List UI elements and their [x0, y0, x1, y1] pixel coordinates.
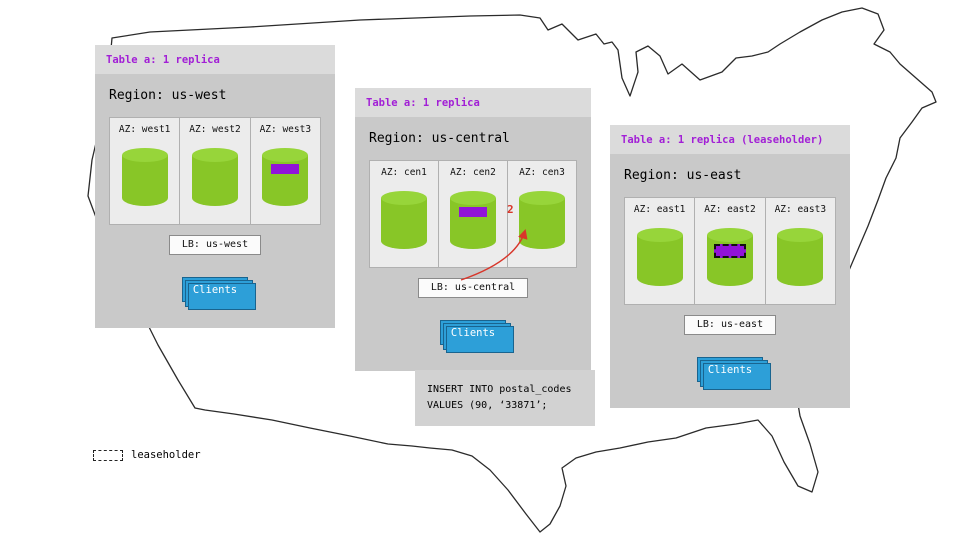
database-cylinder — [121, 148, 168, 206]
replica-badge — [271, 164, 300, 174]
table-replica-title: Table a: 1 replica — [355, 88, 591, 117]
cylinder-top-ellipse — [191, 148, 238, 162]
database-cylinder — [636, 228, 683, 286]
database-cylinder — [381, 191, 427, 249]
cylinder-top-ellipse — [262, 148, 309, 162]
cylinder-body — [191, 155, 238, 206]
region-panel-us-east: Table a: 1 replica (leaseholder) Region:… — [610, 125, 850, 408]
cylinder-top-ellipse — [706, 228, 753, 242]
leaseholder-swatch-icon — [93, 449, 123, 461]
cylinder-top-ellipse — [519, 191, 565, 205]
az-cell-cen1: AZ: cen1 — [370, 161, 438, 267]
leaseholder-replica-badge — [713, 244, 746, 258]
cylinder-body — [777, 235, 824, 286]
region-label: Region: us-central — [369, 131, 510, 146]
table-replica-title: Table a: 1 replica (leaseholder) — [610, 125, 850, 154]
cylinder-body — [706, 235, 753, 286]
cylinder-top-ellipse — [777, 228, 824, 242]
panel-body: Region: us-west AZ: west1 AZ: west2 — [95, 74, 335, 328]
az-label: AZ: east3 — [774, 204, 827, 215]
region-label: Region: us-east — [624, 168, 742, 183]
cylinder-body — [636, 235, 683, 286]
az-label: AZ: west2 — [189, 124, 241, 135]
database-cylinder — [191, 148, 238, 206]
az-label: AZ: cen2 — [450, 167, 496, 178]
az-row: AZ: west1 AZ: west2 AZ — [109, 117, 321, 225]
database-cylinder — [777, 228, 824, 286]
az-cell-west1: AZ: west1 — [110, 118, 179, 224]
load-balancer-box: LB: us-west — [168, 235, 262, 255]
sql-line-1: INSERT INTO postal_codes — [427, 384, 572, 395]
database-cylinder — [262, 148, 309, 206]
panel-body: Region: us-central AZ: cen1 AZ: cen2 — [355, 117, 591, 371]
sql-insert-note: INSERT INTO postal_codes VALUES (90, ‘33… — [415, 370, 595, 426]
sql-line-2: VALUES (90, ‘33871’; — [427, 400, 548, 411]
database-cylinder — [450, 191, 496, 249]
table-replica-title: Table a: 1 replica — [95, 45, 335, 74]
az-label: AZ: west3 — [259, 124, 312, 135]
cylinder-top-ellipse — [636, 228, 683, 242]
database-cylinder — [706, 228, 753, 286]
legend-label: leaseholder — [131, 449, 201, 461]
load-balancer-box: LB: us-east — [683, 315, 777, 335]
load-balancer-box: LB: us-central — [417, 278, 529, 298]
az-label: AZ: west1 — [118, 124, 171, 135]
az-label: AZ: east1 — [633, 204, 686, 215]
az-cell-east3: AZ: east3 — [764, 198, 835, 304]
az-label: AZ: cen3 — [519, 167, 565, 178]
clients-box: Clients — [697, 357, 771, 390]
cylinder-top-ellipse — [450, 191, 496, 205]
az-cell-east1: AZ: east1 — [625, 198, 694, 304]
az-cell-west3: AZ: west3 — [249, 118, 320, 224]
clients-box: Clients — [440, 320, 514, 353]
cylinder-top-ellipse — [381, 191, 427, 205]
cylinder-top-ellipse — [121, 148, 168, 162]
panel-body: Region: us-east AZ: east1 AZ: east2 — [610, 154, 850, 408]
az-label: AZ: cen1 — [381, 167, 427, 178]
database-cylinder — [519, 191, 565, 249]
az-cell-east2: AZ: east2 — [694, 198, 764, 304]
region-label: Region: us-west — [109, 88, 227, 103]
replica-badge — [459, 207, 487, 217]
cylinder-body — [262, 155, 309, 206]
cylinder-body — [519, 198, 565, 249]
az-label: AZ: east2 — [704, 204, 756, 215]
cylinder-body — [450, 198, 496, 249]
az-row: AZ: cen1 AZ: cen2 AZ: — [369, 160, 577, 268]
az-cell-cen2: AZ: cen2 — [438, 161, 507, 267]
clients-box: Clients — [182, 277, 256, 310]
cylinder-body — [381, 198, 427, 249]
leaseholder-legend: leaseholder — [93, 449, 201, 461]
az-row: AZ: east1 AZ: east2 AZ — [624, 197, 836, 305]
region-panel-us-central: Table a: 1 replica Region: us-central AZ… — [355, 88, 591, 371]
az-cell-west2: AZ: west2 — [179, 118, 249, 224]
az-cell-cen3: AZ: cen3 — [507, 161, 576, 267]
cylinder-body — [121, 155, 168, 206]
region-panel-us-west: Table a: 1 replica Region: us-west AZ: w… — [95, 45, 335, 328]
